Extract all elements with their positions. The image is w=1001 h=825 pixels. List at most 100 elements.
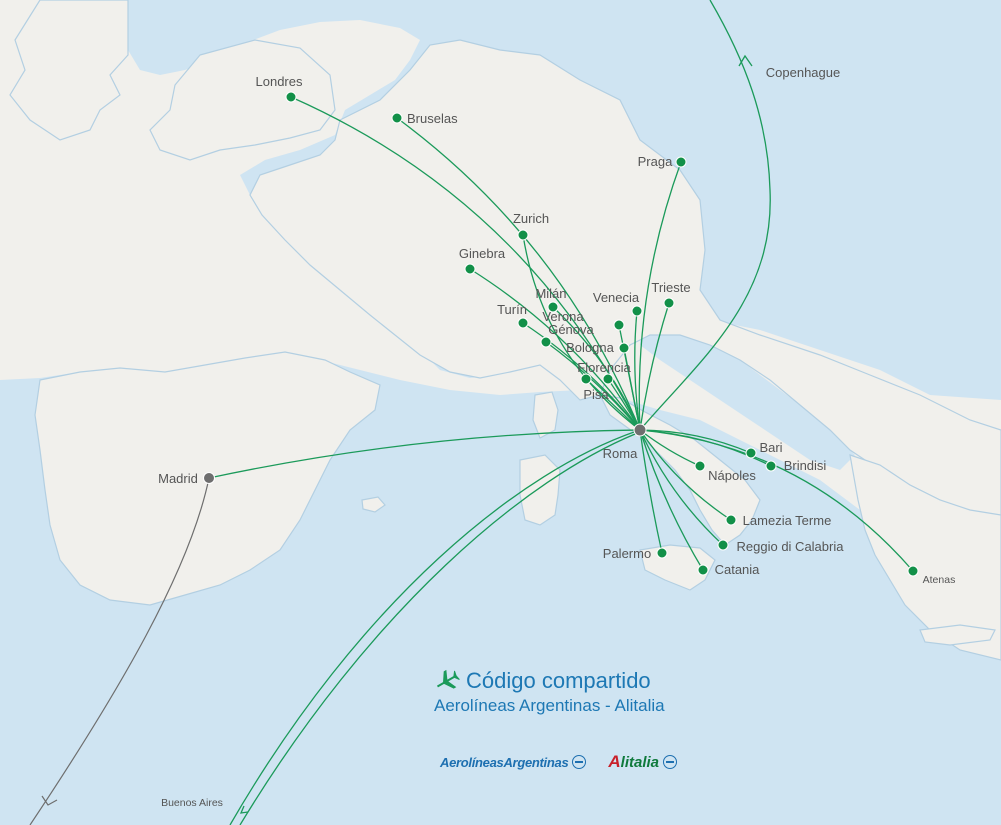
arrow-madrid-icon <box>41 795 58 806</box>
city-labels: LondresBruselasPragaZurichGinebraMilánTu… <box>158 65 955 809</box>
hub-dot-roma <box>633 423 647 437</box>
legend-title-row: Código compartido <box>434 668 665 694</box>
legend: Código compartido Aerolíneas Argentinas … <box>434 668 665 716</box>
route-roma-buenosaires <box>229 429 641 825</box>
city-dot-reggio <box>717 539 729 551</box>
route-roma-atenas <box>639 429 914 572</box>
city-label-genova: Génova <box>548 322 594 337</box>
arrow-copenhague-icon <box>738 54 753 67</box>
route-roma-reggio <box>639 429 724 546</box>
route-roma-venecia <box>634 310 641 431</box>
city-label-zurich: Zurich <box>513 211 549 226</box>
city-dot-bologna <box>618 342 630 354</box>
arrow-buenosaires-icon <box>239 805 249 814</box>
skyteam-icon <box>572 755 587 769</box>
route-roma-buenosaires-2 <box>239 431 641 825</box>
sardinia <box>519 454 561 526</box>
alitalia-rest: litalia <box>620 754 660 771</box>
airplane-icon <box>436 669 460 689</box>
city-dot-genova <box>540 336 552 348</box>
adriatic-water <box>640 330 855 470</box>
continental-europe <box>249 39 1001 521</box>
city-dot-londres <box>285 91 297 103</box>
route-roma-praga <box>638 161 682 431</box>
city-dot-verona <box>613 319 625 331</box>
route-madrid-buenosaires <box>29 477 210 825</box>
city-label-ginebra: Ginebra <box>459 246 506 261</box>
city-label-turin: Turín <box>497 302 527 317</box>
great-britain <box>149 39 336 161</box>
legend-subtitle: Aerolíneas Argentinas - Alitalia <box>434 696 665 715</box>
city-label-reggio: Reggio di Calabria <box>737 539 845 554</box>
city-label-buenosaires: Buenos Aires <box>161 797 223 809</box>
city-dot-bruselas <box>391 112 403 124</box>
city-dot-florencia <box>602 373 614 385</box>
city-label-madrid: Madrid <box>158 471 198 486</box>
city-label-palermo: Palermo <box>603 546 651 561</box>
crete <box>919 624 996 646</box>
corsica <box>532 391 559 439</box>
city-dot-milan <box>547 301 559 313</box>
city-label-trieste: Trieste <box>651 280 690 295</box>
hub-label-roma: Roma <box>603 446 638 461</box>
balearic-island <box>361 496 386 513</box>
route-roma-catania <box>639 429 704 571</box>
british-isles <box>9 0 129 141</box>
route-roma-bologna <box>623 347 641 431</box>
city-label-florencia: Florencia <box>577 360 631 375</box>
city-label-atenas: Atenas <box>923 574 956 586</box>
city-label-londres: Londres <box>256 74 303 89</box>
city-dot-zurich <box>517 229 529 241</box>
route-roma-bruselas <box>396 117 641 431</box>
aerolineas-wordmark: AerolíneasArgentinas <box>440 754 569 770</box>
city-dot-pisa <box>580 373 592 385</box>
city-label-pisa: Pisa <box>583 387 609 402</box>
route-roma-milan <box>552 306 641 431</box>
route-roma-pisa <box>585 378 641 431</box>
city-dot-napoles <box>694 460 706 472</box>
aerolineas-logo: AerolíneasArgentinas <box>440 754 587 770</box>
city-label-catania: Catania <box>715 562 761 577</box>
skyteam-icon <box>663 755 678 769</box>
city-dot-praga <box>675 156 687 168</box>
city-dot-palermo <box>656 547 668 559</box>
city-label-bruselas: Bruselas <box>407 111 458 126</box>
alitalia-wordmark: Alitalia <box>608 752 659 772</box>
city-label-bologna: Bologna <box>566 340 614 355</box>
city-dot-lamezia <box>725 514 737 526</box>
city-dot-brindisi <box>765 460 777 472</box>
route-roma-bari <box>639 429 752 454</box>
city-dots <box>203 91 919 577</box>
city-dot-madrid <box>203 472 215 484</box>
route-roma-palermo <box>639 429 663 554</box>
city-dot-ginebra <box>464 263 476 275</box>
route-roma-lamezia <box>639 429 732 521</box>
city-dot-catania <box>697 564 709 576</box>
airline-logos: AerolíneasArgentinas Alitalia <box>440 752 678 772</box>
route-roma-trieste <box>639 302 670 431</box>
legend-title: Código compartido <box>466 668 651 693</box>
city-dot-venecia <box>631 305 643 317</box>
city-label-lamezia: Lamezia Terme <box>743 513 832 528</box>
route-roma-napoles <box>639 429 701 467</box>
route-roma-zurich <box>522 234 641 431</box>
balkans-greece <box>849 454 1001 661</box>
city-label-brindisi: Brindisi <box>784 458 827 473</box>
city-label-venecia: Venecia <box>593 290 640 305</box>
alitalia-initial: A <box>608 752 621 771</box>
route-roma-ginebra <box>469 268 641 431</box>
alitalia-logo: Alitalia <box>608 752 678 772</box>
route-roma-madrid <box>208 429 641 479</box>
city-label-milan: Milán <box>535 286 566 301</box>
city-dot-bari <box>745 447 757 459</box>
city-dot-trieste <box>663 297 675 309</box>
city-label-copenhague: Copenhague <box>766 65 840 80</box>
city-dot-atenas <box>907 565 919 577</box>
city-label-napoles: Nápoles <box>708 468 756 483</box>
routes <box>29 0 914 825</box>
city-label-bari: Bari <box>759 440 782 455</box>
city-label-praga: Praga <box>638 154 673 169</box>
route-roma-genova <box>545 341 641 431</box>
city-label-verona: Verona <box>542 309 584 324</box>
